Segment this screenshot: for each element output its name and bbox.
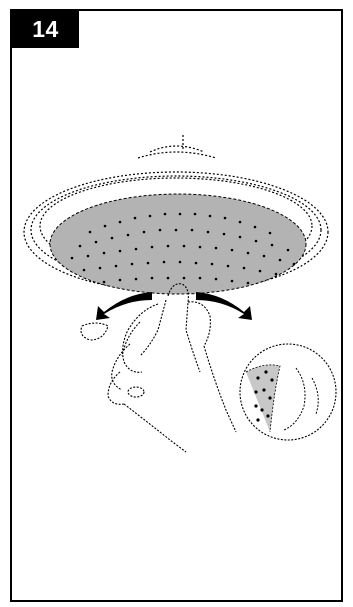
instruction-panel: 14: [10, 9, 343, 602]
step-number-badge: 14: [12, 11, 79, 48]
